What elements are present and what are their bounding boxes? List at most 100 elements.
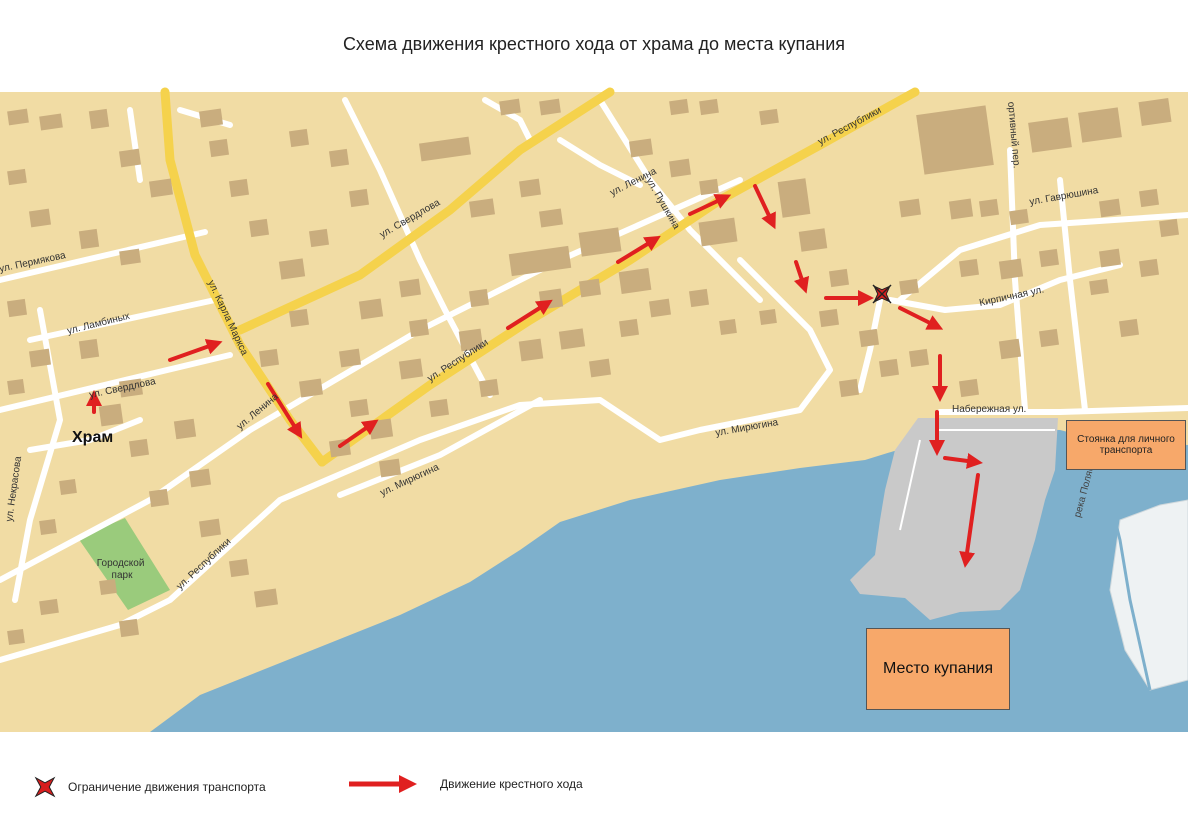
page-title: Схема движения крестного хода от храма д… bbox=[342, 34, 846, 54]
building bbox=[7, 628, 25, 646]
building bbox=[898, 198, 922, 218]
route-arrow bbox=[688, 194, 732, 216]
building bbox=[539, 98, 561, 116]
building bbox=[118, 618, 140, 638]
park-label: Городской парк bbox=[97, 558, 147, 581]
building bbox=[998, 338, 1022, 360]
building bbox=[618, 268, 652, 294]
building bbox=[468, 288, 490, 308]
route-arrow bbox=[943, 453, 983, 469]
building bbox=[1118, 318, 1140, 338]
building bbox=[699, 178, 719, 196]
building bbox=[308, 228, 330, 248]
building bbox=[328, 148, 350, 168]
building bbox=[39, 113, 63, 131]
route-arrow bbox=[959, 473, 980, 568]
building bbox=[798, 228, 828, 252]
building bbox=[777, 178, 811, 218]
parking-box: Стоянка для личного транспорта bbox=[1066, 420, 1186, 470]
building bbox=[699, 98, 719, 116]
building bbox=[688, 288, 710, 308]
bathing-place-box: Место купания bbox=[866, 628, 1010, 710]
building bbox=[188, 468, 212, 488]
building bbox=[818, 308, 840, 328]
building bbox=[1078, 107, 1122, 143]
building bbox=[668, 158, 692, 178]
building bbox=[1038, 248, 1060, 268]
building bbox=[88, 108, 110, 130]
building bbox=[298, 378, 324, 398]
legend-procession: Движение крестного хода bbox=[345, 772, 583, 796]
building bbox=[469, 198, 495, 218]
building bbox=[378, 458, 402, 478]
procession-route bbox=[86, 184, 983, 568]
building bbox=[398, 278, 422, 298]
building bbox=[648, 298, 672, 318]
building bbox=[148, 488, 170, 508]
building bbox=[198, 518, 222, 538]
route-arrow bbox=[753, 184, 776, 230]
building bbox=[538, 208, 564, 228]
building bbox=[1009, 208, 1029, 226]
building bbox=[458, 328, 484, 352]
route-arrow bbox=[506, 299, 553, 330]
street-line bbox=[897, 212, 1188, 303]
street-line bbox=[482, 97, 533, 143]
parking-lane bbox=[899, 439, 921, 531]
building bbox=[248, 218, 270, 238]
building bbox=[39, 518, 57, 536]
building bbox=[518, 178, 542, 198]
building bbox=[759, 108, 779, 126]
street-line bbox=[887, 262, 1123, 313]
legend-restriction: Ограничение движения транспорта bbox=[30, 772, 266, 802]
building bbox=[618, 318, 640, 338]
building bbox=[398, 358, 424, 380]
building bbox=[28, 208, 52, 228]
restriction-star-icon bbox=[34, 776, 56, 798]
street-line bbox=[337, 397, 543, 498]
city-park bbox=[78, 518, 170, 610]
building bbox=[358, 298, 384, 320]
building bbox=[368, 418, 394, 440]
building bbox=[518, 338, 544, 362]
main-road-line bbox=[235, 87, 615, 335]
building bbox=[428, 398, 450, 418]
building bbox=[628, 138, 654, 158]
building bbox=[6, 298, 28, 318]
street-line bbox=[1057, 177, 1088, 413]
parking-box-label: Стоянка для личного транспорта bbox=[1077, 434, 1175, 456]
main-road-line bbox=[317, 87, 920, 467]
street-line bbox=[127, 107, 143, 183]
building bbox=[1098, 248, 1122, 268]
route-arrow bbox=[898, 306, 944, 330]
traffic-restriction-icon bbox=[872, 284, 892, 304]
building bbox=[878, 358, 900, 378]
procession-arrow-icon bbox=[349, 775, 417, 793]
building bbox=[1038, 328, 1060, 348]
building bbox=[508, 245, 572, 277]
street-line bbox=[0, 257, 833, 663]
building bbox=[1158, 218, 1180, 238]
street-line bbox=[27, 417, 143, 453]
building bbox=[148, 178, 174, 198]
building bbox=[198, 108, 224, 128]
building bbox=[908, 348, 930, 368]
route-arrow bbox=[266, 382, 303, 439]
building bbox=[348, 188, 370, 208]
building bbox=[408, 318, 430, 338]
building bbox=[59, 478, 77, 496]
building bbox=[958, 378, 980, 398]
building bbox=[1098, 198, 1122, 218]
street-line bbox=[857, 297, 883, 393]
street-line bbox=[0, 229, 208, 283]
building bbox=[288, 128, 310, 148]
building bbox=[698, 217, 738, 247]
building bbox=[828, 268, 850, 288]
building bbox=[99, 578, 117, 596]
building bbox=[253, 588, 279, 608]
building bbox=[578, 278, 602, 298]
building bbox=[39, 598, 59, 616]
building bbox=[348, 398, 370, 418]
building bbox=[278, 258, 306, 280]
